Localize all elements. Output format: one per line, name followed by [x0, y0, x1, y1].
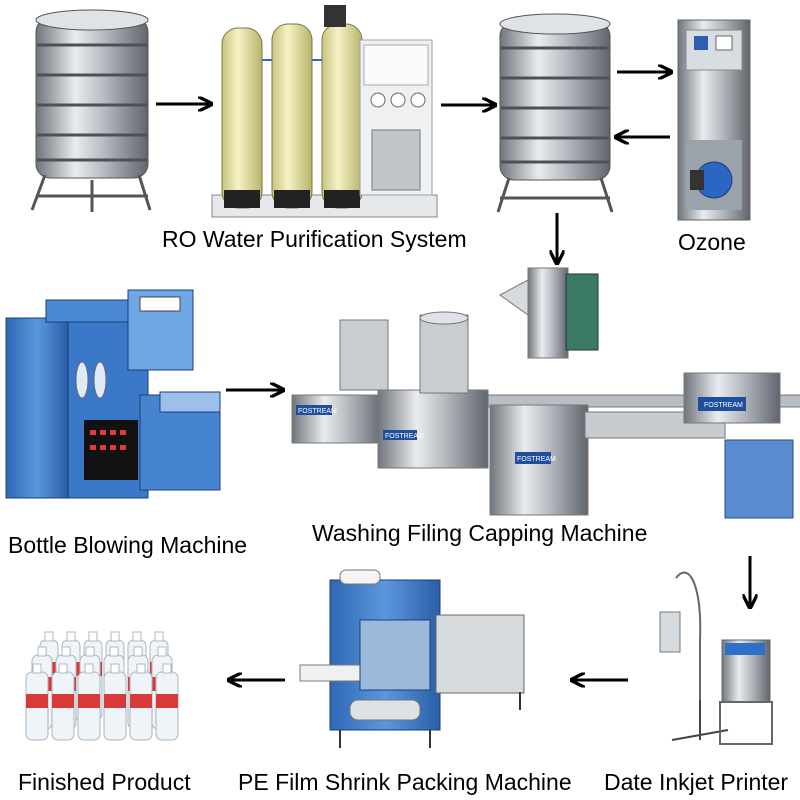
ozone-generator	[677, 19, 751, 221]
brand-logo-1: FOSTREAM	[298, 408, 337, 415]
label-bottle-blowing-machine: Bottle Blowing Machine	[8, 532, 248, 558]
label-finished-product: Finished Product	[18, 769, 191, 795]
label-date-inkjet-printer: Date Inkjet Printer	[604, 769, 789, 795]
label-pe-film-shrink-packing-machine: PE Film Shrink Packing Machine	[238, 769, 572, 795]
water-bottle	[103, 663, 127, 741]
water-bottle	[51, 663, 75, 741]
bottle-blowing-machine	[5, 289, 221, 499]
label-ro-water-purification-system: RO Water Purification System	[162, 226, 467, 252]
brand-logo-4: FOSTREAM	[704, 402, 743, 409]
pe-film-shrink-packing-machine	[299, 569, 525, 748]
washing-filling-capping-machine: FOSTREAM FOSTREAM FOSTREAM FOSTREAM	[291, 267, 800, 519]
water-bottle	[77, 663, 101, 741]
ro-water-purification-system	[211, 5, 438, 218]
brand-logo-2: FOSTREAM	[385, 433, 424, 440]
finished-product-bottle-pack	[25, 631, 179, 741]
pure-water-tank	[496, 13, 614, 213]
water-bottle	[129, 663, 153, 741]
label-ozone: Ozone	[678, 229, 746, 255]
label-washing-filling-capping-machine: Washing Filing Capping Machine	[312, 520, 648, 546]
date-inkjet-printer	[659, 571, 773, 745]
brand-logo-3: FOSTREAM	[517, 456, 556, 463]
water-bottle	[155, 663, 179, 741]
water-bottle	[25, 663, 49, 741]
raw-water-tank	[30, 9, 152, 212]
